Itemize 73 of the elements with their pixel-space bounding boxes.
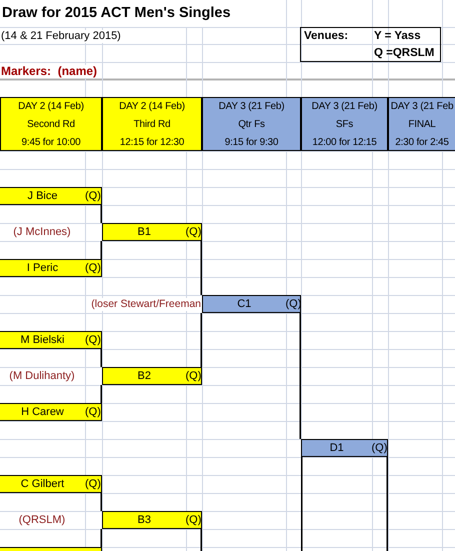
markers-note: Markers: (name) — [1, 64, 98, 78]
venue-code: (Q) — [85, 190, 102, 202]
bracket-line — [100, 493, 102, 511]
draw-slot — [0, 331, 102, 349]
slot-name: C Gilbert — [20, 478, 64, 490]
round-date: DAY 3 (21 Feb) — [312, 101, 378, 113]
bracket-line — [200, 313, 202, 367]
round-time: 12:15 for 12:30 — [120, 137, 184, 149]
round-time: 9:15 for 9:30 — [224, 137, 278, 149]
round-header — [102, 97, 202, 151]
slot-name: J Bice — [28, 190, 58, 202]
slot-name: B3 — [138, 514, 151, 526]
draw-slot — [0, 403, 102, 421]
round-date: DAY 3 (21 Feb) — [218, 101, 284, 113]
bracket-line — [100, 205, 102, 223]
venue-code: (Q) — [186, 514, 202, 526]
round-time: 9:45 for 10:00 — [22, 137, 80, 149]
round-name: Qtr Fs — [238, 119, 265, 131]
bracket-line — [200, 241, 202, 295]
marker-note: (loser Stewart/Freeman — [91, 298, 201, 310]
bracket-line — [200, 529, 202, 551]
bracket-line — [100, 241, 102, 259]
draw-slot — [102, 223, 202, 241]
venue-code: (Q) — [372, 442, 388, 454]
round-time: 12:00 for 12:15 — [312, 137, 377, 149]
draw-slot — [0, 475, 102, 493]
slot-name: B1 — [138, 226, 151, 238]
slot-name: C1 — [237, 298, 252, 310]
marker-name: (QRSLM) — [18, 514, 66, 526]
page-title: Draw for 2015 ACT Men's Singles — [2, 5, 231, 22]
round-header — [0, 97, 102, 151]
round-date: DAY 3 (21 Feb — [390, 101, 454, 113]
venue-code: (Q) — [85, 334, 102, 346]
round-header — [301, 97, 388, 151]
draw-slot — [0, 259, 102, 277]
draw-slot — [202, 295, 301, 313]
venue-key-heading: Venues: — [304, 29, 348, 43]
round-name: Third Rd — [134, 119, 170, 131]
draw-slot — [102, 511, 202, 529]
slot-name: B2 — [138, 370, 151, 382]
venue-key-entry: Y = Yass — [374, 29, 421, 43]
draw-slot — [0, 187, 102, 205]
bracket-line — [300, 313, 301, 439]
venue-key-entry: Q =QRSLM — [374, 46, 434, 60]
venue-code: (Q) — [186, 370, 202, 382]
round-header — [388, 97, 455, 151]
round-date: DAY 2 (14 Feb) — [119, 101, 185, 113]
bracket-line — [100, 529, 102, 547]
venue-code: (Q) — [186, 226, 202, 238]
slot-name: M Bielski — [20, 334, 64, 346]
round-name: FINAL — [408, 119, 436, 131]
draw-slot — [301, 439, 388, 457]
round-name: SFs — [336, 119, 354, 131]
bracket-line — [100, 349, 102, 367]
venue-code: (Q) — [85, 262, 102, 274]
round-name: Second Rd — [27, 119, 75, 131]
draw-slot — [0, 547, 102, 551]
venue-code: (Q) — [85, 406, 102, 418]
round-time: 2:30 for 2:45 — [395, 137, 449, 149]
marker-name: (M Dulihanty) — [9, 370, 75, 382]
marker-name: (J McInnes) — [13, 226, 71, 238]
slot-name: D1 — [330, 442, 344, 454]
subtitle-text: (14 & 21 February 2015) — [1, 30, 121, 42]
bracket-line — [100, 385, 102, 403]
slot-name: I Peric — [26, 262, 58, 274]
slot-name: H Carew — [21, 406, 64, 418]
draw-slot — [102, 367, 202, 385]
round-header — [202, 97, 301, 151]
bracket-line — [301, 457, 302, 551]
venue-key-box — [300, 27, 441, 62]
venue-code: (Q) — [85, 478, 102, 490]
round-date: DAY 2 (14 Feb) — [18, 101, 84, 113]
bracket-line — [386, 457, 388, 551]
